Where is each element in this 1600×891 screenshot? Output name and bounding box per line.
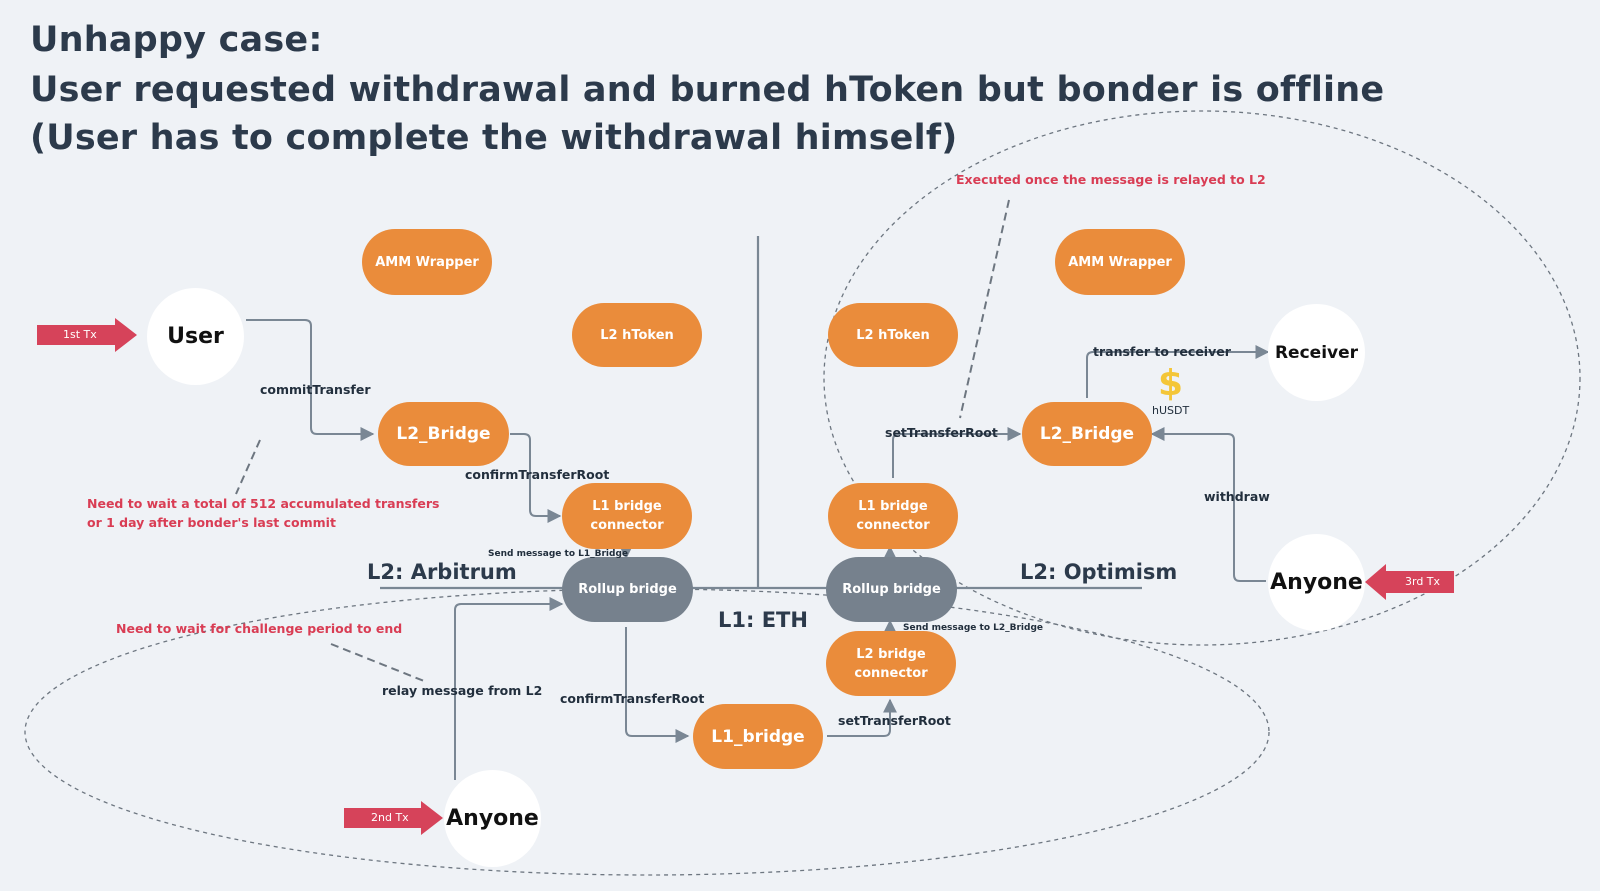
note-pointer-transfers bbox=[235, 439, 261, 495]
edge-anyone-to-l2bridge bbox=[1150, 427, 1266, 582]
first-tx-label: 1st Tx bbox=[63, 328, 97, 341]
note-pointer-executed bbox=[959, 199, 1010, 419]
edge-label-confirm-root-top: confirmTransferRoot bbox=[465, 467, 610, 482]
region-optimism: L2: Optimism bbox=[1020, 560, 1178, 584]
title-line-1: Unhappy case: bbox=[30, 20, 323, 60]
edge-label-confirm-root-bottom: confirmTransferRoot bbox=[560, 691, 705, 706]
edge-label-transfer-receiver: transfer to receiver bbox=[1093, 344, 1231, 359]
rollup-bridge-left[interactable]: Rollup bridge bbox=[562, 557, 693, 622]
note-challenge-period: Need to wait for challenge period to end bbox=[116, 621, 403, 636]
l2-htoken-right[interactable]: L2 hToken bbox=[828, 303, 958, 367]
dollar-icon: $ bbox=[1158, 363, 1184, 404]
edge-label-commit-transfer: commitTransfer bbox=[260, 382, 371, 397]
rollup-bridge-right[interactable]: Rollup bridge bbox=[826, 557, 957, 622]
title-line-3: (User has to complete the withdrawal him… bbox=[30, 118, 958, 158]
edge-anyone-to-rollup bbox=[454, 597, 564, 780]
second-tx-arrow bbox=[344, 801, 443, 835]
anyone-right-node[interactable]: Anyone bbox=[1268, 534, 1365, 631]
receiver-node[interactable]: Receiver bbox=[1268, 304, 1365, 401]
l1-bridge-connector-left[interactable]: L1 bridge connector bbox=[562, 483, 692, 549]
l1-bridge-connector-right[interactable]: L1 bridge connector bbox=[828, 483, 958, 549]
l1-bridge[interactable]: L1_bridge bbox=[693, 704, 823, 769]
l2-htoken-left[interactable]: L2 hToken bbox=[572, 303, 702, 367]
user-node[interactable]: User bbox=[147, 288, 244, 385]
note-pointer-challenge bbox=[330, 643, 425, 682]
amm-wrapper-right[interactable]: AMM Wrapper bbox=[1055, 229, 1185, 295]
third-tx-label: 3rd Tx bbox=[1405, 575, 1441, 588]
edge-l1bridge-to-l2connector bbox=[827, 698, 897, 737]
edge-rollup-to-l1bridge bbox=[625, 627, 690, 743]
edge-label-relay-message: relay message from L2 bbox=[382, 683, 543, 698]
l1-dashed-region bbox=[24, 588, 1270, 876]
second-tx-label: 2nd Tx bbox=[371, 811, 409, 824]
edge-l2bridge-to-connector bbox=[510, 433, 562, 523]
edge-label-set-root-bottom: setTransferRoot bbox=[838, 713, 951, 728]
edge-label-set-root-top: setTransferRoot bbox=[885, 425, 998, 440]
optimism-dashed-region bbox=[823, 110, 1581, 646]
note-wait-transfers-line1: Need to wait a total of 512 accumulated … bbox=[87, 496, 440, 511]
l2-bridge-right[interactable]: L2_Bridge bbox=[1022, 402, 1152, 466]
edge-user-to-l2bridge bbox=[246, 319, 375, 441]
third-tx-arrow bbox=[1365, 564, 1454, 600]
edge-label-send-msg-l2: Send message to L2_Bridge bbox=[903, 623, 1044, 633]
region-eth: L1: ETH bbox=[718, 608, 808, 632]
edge-label-withdraw: withdraw bbox=[1204, 489, 1270, 504]
token-label-husdt: hUSDT bbox=[1152, 404, 1190, 417]
region-arbitrum: L2: Arbitrum bbox=[367, 560, 517, 584]
edge-label-send-msg-l1: Send message to L1_Bridge bbox=[488, 549, 629, 559]
edge-l2bridge-to-receiver bbox=[1086, 345, 1270, 398]
edge-connector-to-l2bridge-right bbox=[892, 427, 1022, 478]
l2-bridge-left[interactable]: L2_Bridge bbox=[378, 402, 509, 466]
note-wait-transfers-line2: or 1 day after bonder's last commit bbox=[87, 515, 336, 530]
l2-bridge-connector[interactable]: L2 bridge connector bbox=[826, 631, 956, 696]
first-tx-arrow bbox=[37, 318, 137, 352]
title-line-2: User requested withdrawal and burned hTo… bbox=[30, 70, 1385, 110]
anyone-bottom-node[interactable]: Anyone bbox=[444, 770, 541, 867]
note-executed-relayed: Executed once the message is relayed to … bbox=[956, 172, 1266, 187]
amm-wrapper-left[interactable]: AMM Wrapper bbox=[362, 229, 492, 295]
